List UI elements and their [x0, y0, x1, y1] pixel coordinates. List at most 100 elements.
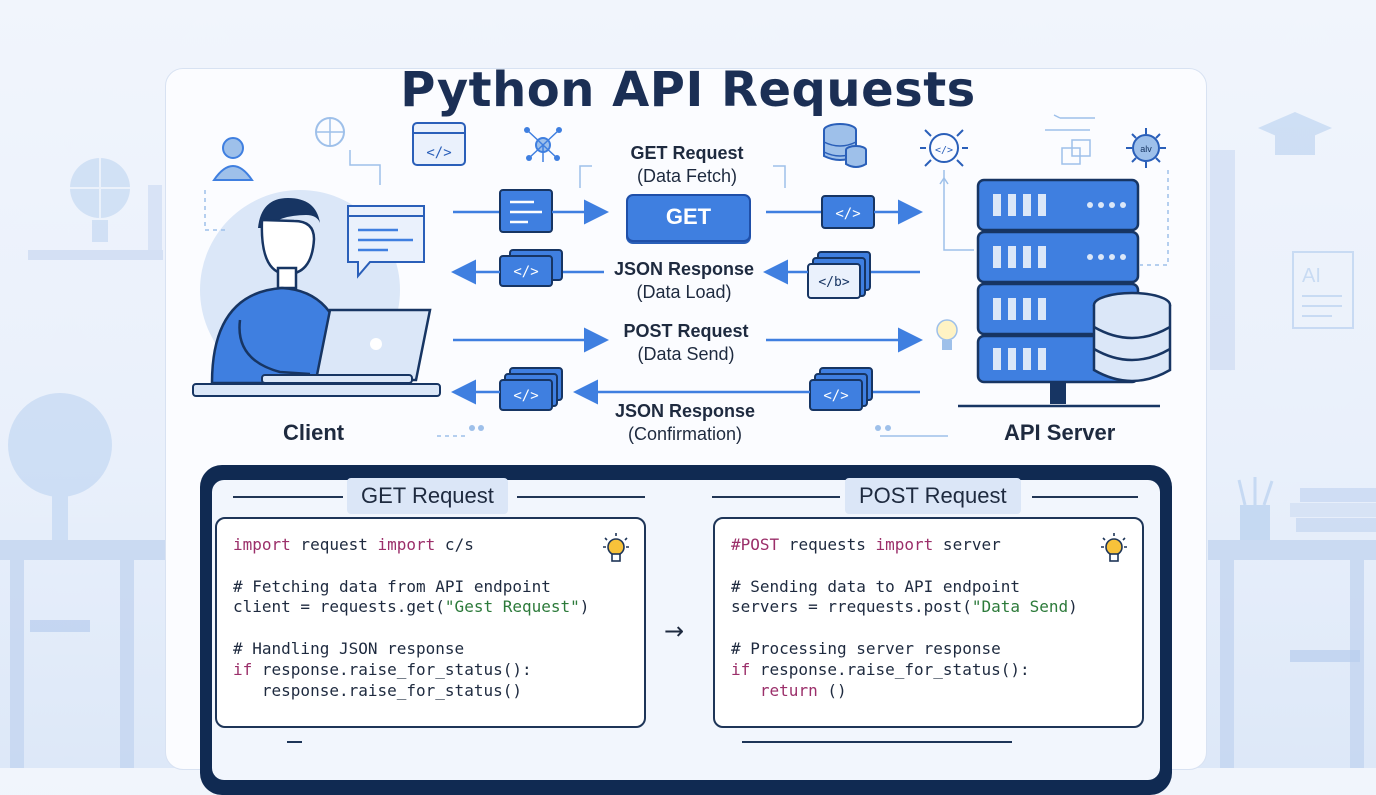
- lightbulb-icon: [936, 319, 958, 350]
- code-line: #POST requests import server: [731, 535, 1126, 556]
- graduation-cap-icon: [1258, 112, 1332, 155]
- code-line: servers = rrequests.post("Data Send): [731, 597, 1126, 618]
- divider-line: [517, 496, 645, 498]
- code-keyword: return: [759, 680, 818, 700]
- code-string: "Data Send: [971, 597, 1069, 617]
- globe-icon: [8, 393, 112, 540]
- flow-title: POST Request: [623, 321, 749, 341]
- code-keyword: if: [731, 659, 751, 679]
- server-label: API Server: [1004, 420, 1116, 445]
- flow-label-json-response: JSON Response (Data Load): [574, 258, 794, 304]
- svg-text:</b>: </b>: [818, 275, 849, 290]
- code-text: c/s: [435, 535, 474, 554]
- client-illustration: </>: [192, 117, 484, 437]
- flow-subtitle: (Data Send): [637, 344, 735, 364]
- svg-text:</>: </>: [935, 145, 953, 156]
- ai-chip-icon: alv: [1126, 128, 1166, 168]
- json-response-flow: </b> </>: [451, 249, 920, 299]
- bg-desk: [0, 540, 165, 560]
- code-line: import request import c/s: [233, 535, 628, 556]
- code-keyword: import: [377, 535, 436, 554]
- database-icon: [1092, 291, 1172, 383]
- database-icon: [823, 123, 867, 168]
- get-code-block: import request import c/s # Fetching dat…: [215, 517, 646, 728]
- code-keyword: import: [875, 535, 934, 554]
- code-line: # Fetching data from API endpoint: [233, 577, 628, 598]
- code-line: client = requests.get("Gest Request"): [233, 597, 628, 618]
- code-text: response.raise_for_status():: [750, 659, 1030, 679]
- code-card-icon: </>: [821, 195, 875, 229]
- code-text: ): [579, 597, 590, 617]
- code-text: # Handling JSON response: [233, 638, 465, 658]
- code-keyword: import: [233, 535, 291, 554]
- screen-dashes: [287, 741, 1012, 743]
- right-arrow-icon: →: [664, 617, 685, 645]
- flow-title: GET Request: [630, 143, 744, 163]
- post-section-title: POST Request: [845, 478, 1021, 514]
- lightbulb-icon: [1101, 533, 1127, 562]
- code-stack-icon: </b>: [807, 251, 871, 299]
- network-node-icon: [524, 127, 562, 162]
- divider-line: [1032, 496, 1138, 498]
- chat-bubble-icon: [347, 205, 425, 279]
- code-window-icon: </>: [412, 122, 466, 166]
- svg-text:</>: </>: [513, 264, 538, 280]
- code-text: request: [290, 535, 378, 554]
- bg-shelf: [28, 250, 163, 260]
- person-at-laptop: [192, 198, 441, 397]
- flow-subtitle: (Data Load): [636, 282, 732, 302]
- svg-text:</>: </>: [426, 145, 451, 161]
- divider-line: [233, 496, 343, 498]
- code-line: if response.raise_for_status():: [731, 660, 1126, 681]
- code-text: response.raise_for_status():: [252, 659, 532, 679]
- flow-subtitle: (Confirmation): [627, 424, 743, 444]
- api-network-icon: </>: [920, 129, 968, 167]
- flow-label-confirmation: JSON Response (Confirmation): [575, 400, 795, 446]
- code-line: if response.raise_for_status():: [233, 660, 628, 681]
- divider-line: [712, 496, 840, 498]
- code-line: return (): [731, 681, 1126, 702]
- code-text: # Sending data to API endpoint: [731, 576, 1020, 596]
- code-text: requests: [779, 535, 876, 554]
- api-flow-diagram: </>: [192, 114, 1172, 437]
- code-text: response.raise_for_status(): [233, 680, 522, 700]
- code-text: (): [817, 680, 847, 700]
- api-server-illustration: [958, 178, 1172, 408]
- client-label: Client: [283, 420, 345, 445]
- code-text: # Fetching data from API endpoint: [233, 576, 551, 596]
- code-keyword: if: [233, 659, 253, 679]
- get-request-flow: </>: [453, 189, 923, 233]
- pencil-cup-icon: [1237, 477, 1274, 540]
- code-text: servers = rrequests.post(: [731, 597, 972, 617]
- globe-icon: [70, 158, 130, 242]
- code-text: ): [1068, 597, 1078, 617]
- flow-title: JSON Response: [613, 259, 755, 279]
- get-section-title: GET Request: [347, 478, 508, 514]
- code-text: client = requests.get(: [233, 597, 445, 617]
- user-icon: [212, 137, 254, 181]
- flow-title: JSON Response: [614, 401, 756, 421]
- flow-subtitle: (Data Fetch): [636, 166, 738, 186]
- code-stack-icon: </>: [499, 367, 563, 411]
- flow-label-post: POST Request (Data Send): [576, 320, 796, 366]
- background-decorations: AI: [0, 112, 1376, 768]
- svg-text:AI: AI: [1302, 265, 1321, 287]
- flow-label-get: GET Request (Data Fetch): [577, 142, 797, 188]
- globe-network-icon: [315, 117, 345, 147]
- post-code-block: #POST requests import server # Sending d…: [713, 517, 1144, 728]
- page-title: Python API Requests: [400, 62, 976, 119]
- svg-text:alv: alv: [1140, 144, 1152, 154]
- code-line: # Sending data to API endpoint: [731, 577, 1126, 598]
- svg-text:</>: </>: [823, 388, 848, 404]
- get-method-badge: GET: [626, 194, 751, 242]
- code-line: # Processing server response: [731, 639, 1126, 660]
- confirmation-response-flow: </> </>: [451, 367, 920, 411]
- svg-text:</>: </>: [835, 206, 860, 222]
- books-icon: [1290, 488, 1376, 532]
- code-text: server: [933, 535, 1001, 554]
- code-line: response.raise_for_status(): [233, 681, 628, 702]
- code-stack-icon: </>: [809, 367, 873, 411]
- svg-text:</>: </>: [513, 388, 538, 404]
- bg-desk: [1208, 540, 1376, 560]
- code-text: # Processing server response: [731, 638, 1001, 658]
